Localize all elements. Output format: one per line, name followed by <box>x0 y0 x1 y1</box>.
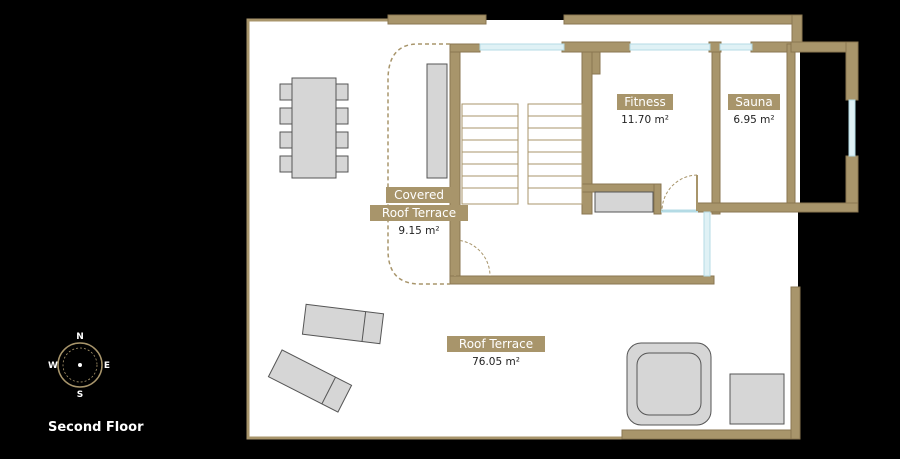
room-label-bg <box>386 187 452 203</box>
parapet-top-right-end <box>791 14 803 46</box>
bench <box>426 63 448 179</box>
parapet-top-right <box>563 14 803 25</box>
wall-sauna-top <box>750 41 792 53</box>
dining-chair <box>335 155 349 173</box>
room-sauna: Sauna 6.95 m² <box>728 94 780 126</box>
window-top-stair <box>479 43 565 51</box>
compass-hub <box>78 363 82 367</box>
parapet-bottom-right <box>621 429 801 440</box>
dining-chair <box>335 131 349 149</box>
room-area: 9.15 m² <box>398 225 439 237</box>
room-area: 11.70 m² <box>621 114 669 126</box>
lounger-backrest <box>361 311 367 342</box>
dining-chair <box>335 83 349 101</box>
storage-box <box>729 373 785 425</box>
covered-terrace-outline <box>387 43 450 285</box>
door-swing-arc <box>661 174 698 212</box>
wall-sauna-divider <box>711 43 721 215</box>
room-area: 6.95 m² <box>733 114 774 126</box>
room-fitness: Fitness 11.70 m² <box>617 94 673 126</box>
door-fitness <box>661 174 698 212</box>
room-name: Roof Terrace <box>459 337 533 351</box>
room-name-line1: Covered <box>394 188 444 202</box>
wall-bay-top <box>790 41 852 53</box>
wall-top-stub-left <box>449 43 481 53</box>
exterior-outline <box>246 18 622 440</box>
compass-w: W <box>48 361 58 371</box>
parapet-right <box>790 286 801 440</box>
stair-flight-left <box>461 103 519 205</box>
dining-set <box>279 77 349 179</box>
wall-sauna-bottom <box>696 202 859 213</box>
wall-fitness-stub <box>591 51 601 75</box>
staircase <box>461 103 583 205</box>
compass-ring <box>57 342 103 388</box>
dining-chair <box>335 107 349 125</box>
hot-tub-inner <box>636 352 702 416</box>
wall-fitness-bottom <box>581 183 661 193</box>
stair-flight-right <box>527 103 583 205</box>
room-name: Fitness <box>624 95 666 109</box>
floor-slab <box>248 20 800 438</box>
parapet-top-left <box>387 14 487 25</box>
dining-chair <box>279 155 293 173</box>
compass-n: N <box>76 332 84 342</box>
hot-tub <box>626 342 712 426</box>
room-label-bg <box>447 336 545 352</box>
room-label-bg <box>728 94 780 110</box>
room-label-bg <box>617 94 673 110</box>
compass-s: S <box>77 390 83 400</box>
wall-sauna-right <box>786 43 796 211</box>
room-name-line2: Roof Terrace <box>382 206 456 220</box>
door-swing-arc <box>454 239 491 277</box>
lounger-body <box>267 349 353 413</box>
dining-chair <box>279 107 293 125</box>
exterior-cutout <box>798 212 900 287</box>
window-top-fitness <box>629 43 711 51</box>
room-area: 76.05 m² <box>472 356 520 368</box>
wall-sauna-divider-cap <box>708 41 722 53</box>
window-top-sauna <box>719 43 753 51</box>
room-covered-terrace: Covered Roof Terrace 9.15 m² <box>370 187 468 237</box>
fitness-bench <box>594 191 654 213</box>
floor-name: Second Floor <box>48 420 144 435</box>
compass-icon: N S E W <box>48 332 110 400</box>
sun-lounger <box>267 349 353 413</box>
window-bay-right <box>848 99 856 157</box>
window-core-right <box>703 211 711 277</box>
dining-table <box>291 77 337 179</box>
sun-lounger <box>301 303 385 345</box>
room-name: Sauna <box>735 95 773 109</box>
lounger-backrest <box>321 376 336 405</box>
room-label-bg <box>370 205 468 221</box>
dining-chair <box>279 83 293 101</box>
wall-bay-right <box>845 41 859 101</box>
compass-inner-ring <box>62 347 98 383</box>
wall-bottom-core <box>449 275 715 285</box>
dining-chair <box>279 131 293 149</box>
wall-fitness-bottom-right <box>653 183 662 215</box>
door-covered-terrace <box>454 239 491 277</box>
wall-fitness-top <box>561 41 631 53</box>
compass-e: E <box>104 361 110 371</box>
room-roof-terrace: Roof Terrace 76.05 m² <box>447 336 545 368</box>
